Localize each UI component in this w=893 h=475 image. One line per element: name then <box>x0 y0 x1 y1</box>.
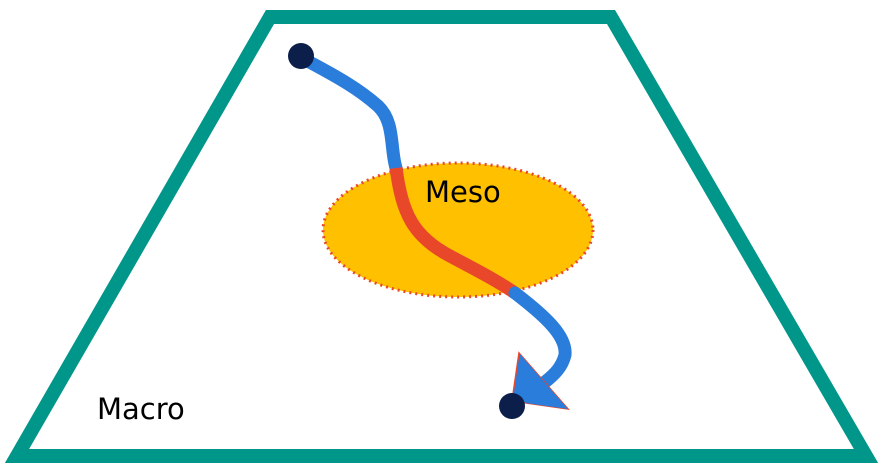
path-segment-inside-meso <box>389 167 519 299</box>
path-arrowhead-overlay <box>519 353 568 409</box>
path-segment-outside-start <box>293 50 403 175</box>
macro-label: Macro <box>97 392 185 426</box>
start-point-dot <box>288 43 314 69</box>
end-point-dot <box>499 393 525 419</box>
meso-label: Meso <box>425 175 501 209</box>
meso-region <box>321 161 595 299</box>
path-segment-outside-end <box>508 286 572 389</box>
